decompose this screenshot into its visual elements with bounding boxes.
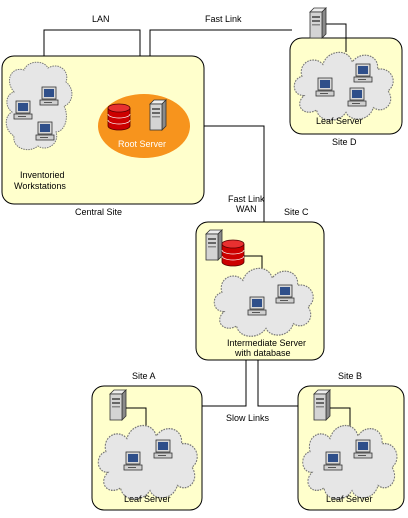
site-b: Leaf Server <box>297 385 405 511</box>
workstation-icon <box>353 439 373 459</box>
workstation-icon <box>13 100 33 120</box>
workstation-icon <box>353 63 373 83</box>
workstation-icon <box>247 296 267 316</box>
fast-link-wan-label-line1: Fast Link <box>228 194 265 204</box>
workstation-icon <box>347 87 367 107</box>
server-icon <box>309 7 327 39</box>
site-d: Leaf Server <box>289 7 403 135</box>
leaf-server-label: Leaf Server <box>124 494 171 504</box>
slow-link-to-site-a <box>200 360 247 407</box>
fast-link-wan-label-line2: WAN <box>236 204 257 214</box>
workstation-icon <box>315 77 335 97</box>
database-icon <box>221 239 245 267</box>
workstation-icon <box>153 439 173 459</box>
fast-link-wan-to-site-c <box>190 125 265 222</box>
workstation-icon <box>123 451 143 471</box>
leaf-server-label: Leaf Server <box>326 494 373 504</box>
workstations-cloud <box>5 61 73 151</box>
server-icon <box>149 99 167 131</box>
site-b-caption: Site B <box>338 371 362 381</box>
site-c: Intermediate Server with database <box>195 221 325 361</box>
site-a: Leaf Server <box>91 385 203 511</box>
intermediate-server-label-line1: Intermediate Server <box>227 338 306 348</box>
workstation-icon <box>323 451 343 471</box>
intermediate-server-label-line2: with database <box>234 348 291 358</box>
slow-link-to-site-b <box>257 360 298 407</box>
central-site: Inventoried Workstations Root Server <box>1 55 205 205</box>
site-a-caption: Site A <box>132 371 156 381</box>
fast-link-label: Fast Link <box>205 14 242 24</box>
root-server-label: Root Server <box>118 139 166 149</box>
database-icon <box>107 103 131 131</box>
slow-links-label: Slow Links <box>226 413 270 423</box>
cloud-icon <box>5 61 73 151</box>
inventoried-workstations-label-line2: Workstations <box>14 181 66 191</box>
workstation-icon <box>275 284 295 304</box>
server-icon <box>205 229 223 261</box>
central-site-caption: Central Site <box>75 207 122 217</box>
site-d-caption: Site D <box>332 137 357 147</box>
inventoried-workstations-label-line1: Inventoried <box>20 170 65 180</box>
server-icon <box>109 389 127 421</box>
server-icon <box>313 389 331 421</box>
leaf-server-label: Leaf Server <box>316 116 363 126</box>
workstation-icon <box>35 121 55 141</box>
site-c-caption: Site C <box>284 207 309 217</box>
lan-label: LAN <box>92 14 110 24</box>
workstation-icon <box>39 86 59 106</box>
